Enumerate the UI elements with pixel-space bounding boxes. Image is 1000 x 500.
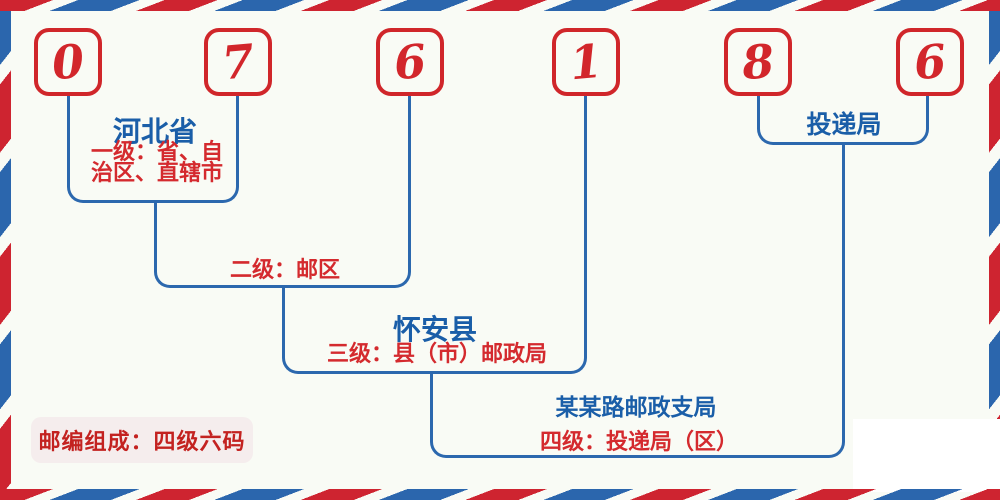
- airmail-stripe-bottom: [0, 489, 1000, 500]
- digit-2: 7: [219, 33, 257, 91]
- connector-level4-right: [636, 145, 845, 458]
- airmail-stripe-left: [0, 0, 11, 500]
- connector-level2-right: [282, 95, 411, 288]
- level4-desc-label: 四级：投递局（区）: [539, 430, 739, 455]
- digit-box-3: 6: [376, 28, 444, 96]
- level1-desc-line1: 一级：省、自: [90, 140, 224, 165]
- airmail-stripe-top: [0, 0, 1000, 11]
- bracket-delivery-office: [757, 95, 929, 145]
- digit-3: 6: [391, 33, 429, 91]
- digit-box-5: 8: [724, 28, 792, 96]
- bracket-level1: [67, 95, 239, 203]
- branch-name-label: 某某路邮政支局: [555, 394, 717, 421]
- composition-note-pill: 邮编组成：四级六码: [31, 417, 253, 463]
- connector-level3-right: [430, 95, 587, 374]
- digit-box-4: 1: [552, 28, 620, 96]
- connector-level3-left: [282, 288, 433, 374]
- digit-box-2: 7: [204, 28, 272, 96]
- connector-level2-left: [154, 203, 284, 288]
- level1-desc-line2: 治区、直辖市: [90, 161, 224, 186]
- delivery-office-label: 投递局: [806, 110, 882, 139]
- digit-box-1: 0: [34, 28, 102, 96]
- digit-4: 1: [567, 33, 605, 91]
- province-name-label: 河北省: [112, 115, 198, 148]
- level1-desc-label: 一级：省、自 治区、直辖市: [90, 140, 224, 186]
- digit-6: 6: [911, 33, 949, 91]
- digit-1: 0: [49, 33, 87, 91]
- digit-box-6: 6: [896, 28, 964, 96]
- white-patch: [853, 419, 1000, 492]
- connector-level4-left: [430, 374, 638, 458]
- composition-note-text: 邮编组成：四级六码: [38, 429, 246, 455]
- level3-desc-label: 三级：县（市）邮政局: [326, 342, 548, 367]
- digit-5: 8: [739, 33, 777, 91]
- county-name-label: 怀安县: [392, 313, 478, 346]
- level2-desc-label: 二级：邮区: [229, 258, 341, 283]
